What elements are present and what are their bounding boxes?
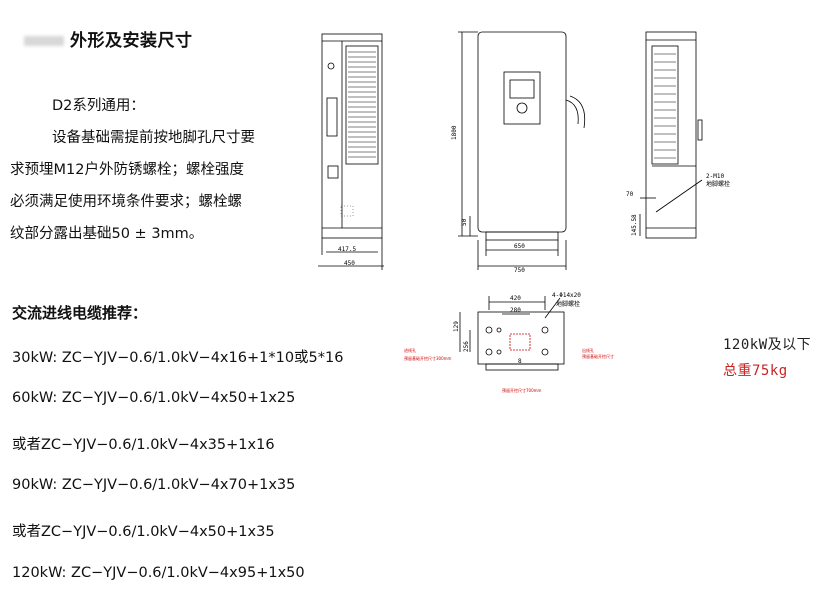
base-note: 预留基础开挖尺寸	[582, 353, 614, 359]
dim-label: 256	[463, 341, 470, 352]
base-plan	[459, 296, 565, 371]
dim-label: 地脚螺栓	[706, 180, 730, 188]
cable-item: 120kW: ZC−YJV−0.6/1.0kV−4x95+1x50	[12, 565, 305, 581]
paragraph-line: 设备基础需提前按地脚孔尺寸要	[52, 130, 255, 146]
section-title: 外形及安装尺寸	[24, 26, 193, 51]
paragraph-line: 纹部分露出基础50 ± 3mm。	[10, 226, 204, 242]
cable-item: 或者ZC−YJV−0.6/1.0kV−4x35+1x16	[12, 437, 275, 453]
dim-label: 2-M10	[706, 173, 724, 180]
base-note: 出线孔	[582, 347, 594, 353]
dim-label: 750	[514, 267, 525, 274]
dim-label: 417.5	[338, 246, 356, 253]
dim-label: 145.58	[631, 214, 638, 236]
dim-label: 450	[344, 260, 355, 267]
dim-label: 1800	[451, 125, 458, 140]
weight-note: 总重75kg	[723, 363, 788, 379]
dim-label: 50	[461, 218, 468, 226]
series-label: D2系列通用：	[52, 98, 145, 114]
front-view	[458, 31, 586, 270]
side-view	[318, 33, 384, 270]
cable-item: 30kW: ZC−YJV−0.6/1.0kV−4x16+1*10或5*16	[12, 350, 344, 366]
paragraph-line: 求预埋M12户外防锈螺栓；螺栓强度	[10, 162, 244, 178]
cable-item: 60kW: ZC−YJV−0.6/1.0kV−4x50+1x25	[12, 390, 296, 406]
base-note: 预留开挖尺寸700mm	[502, 387, 542, 393]
dim-label: 4-Φ14x20	[552, 292, 581, 299]
cable-item: 或者ZC−YJV−0.6/1.0kV−4x50+1x35	[12, 524, 275, 540]
right-view	[639, 31, 703, 239]
dim-label: 280	[510, 307, 521, 314]
dim-label: 420	[510, 295, 521, 302]
dim-label: 129	[453, 321, 460, 332]
section-title-text: 外形及安装尺寸	[70, 31, 193, 51]
dim-label: 8	[518, 358, 522, 365]
cable-heading: 交流进线电缆推荐：	[12, 304, 148, 322]
blurred-number	[24, 36, 64, 46]
base-note: 进线孔	[404, 347, 416, 353]
power-note: 120kW及以下	[723, 337, 812, 353]
cable-item: 90kW: ZC−YJV−0.6/1.0kV−4x70+1x35	[12, 477, 296, 493]
dim-label: 地脚螺栓	[556, 300, 580, 308]
dim-label: 650	[514, 243, 525, 250]
dim-label: 70	[626, 191, 634, 198]
paragraph-line: 必须满足使用环境条件要求；螺栓螺	[10, 194, 242, 210]
base-note: 预留基础开挖尺寸300mm	[404, 355, 452, 361]
